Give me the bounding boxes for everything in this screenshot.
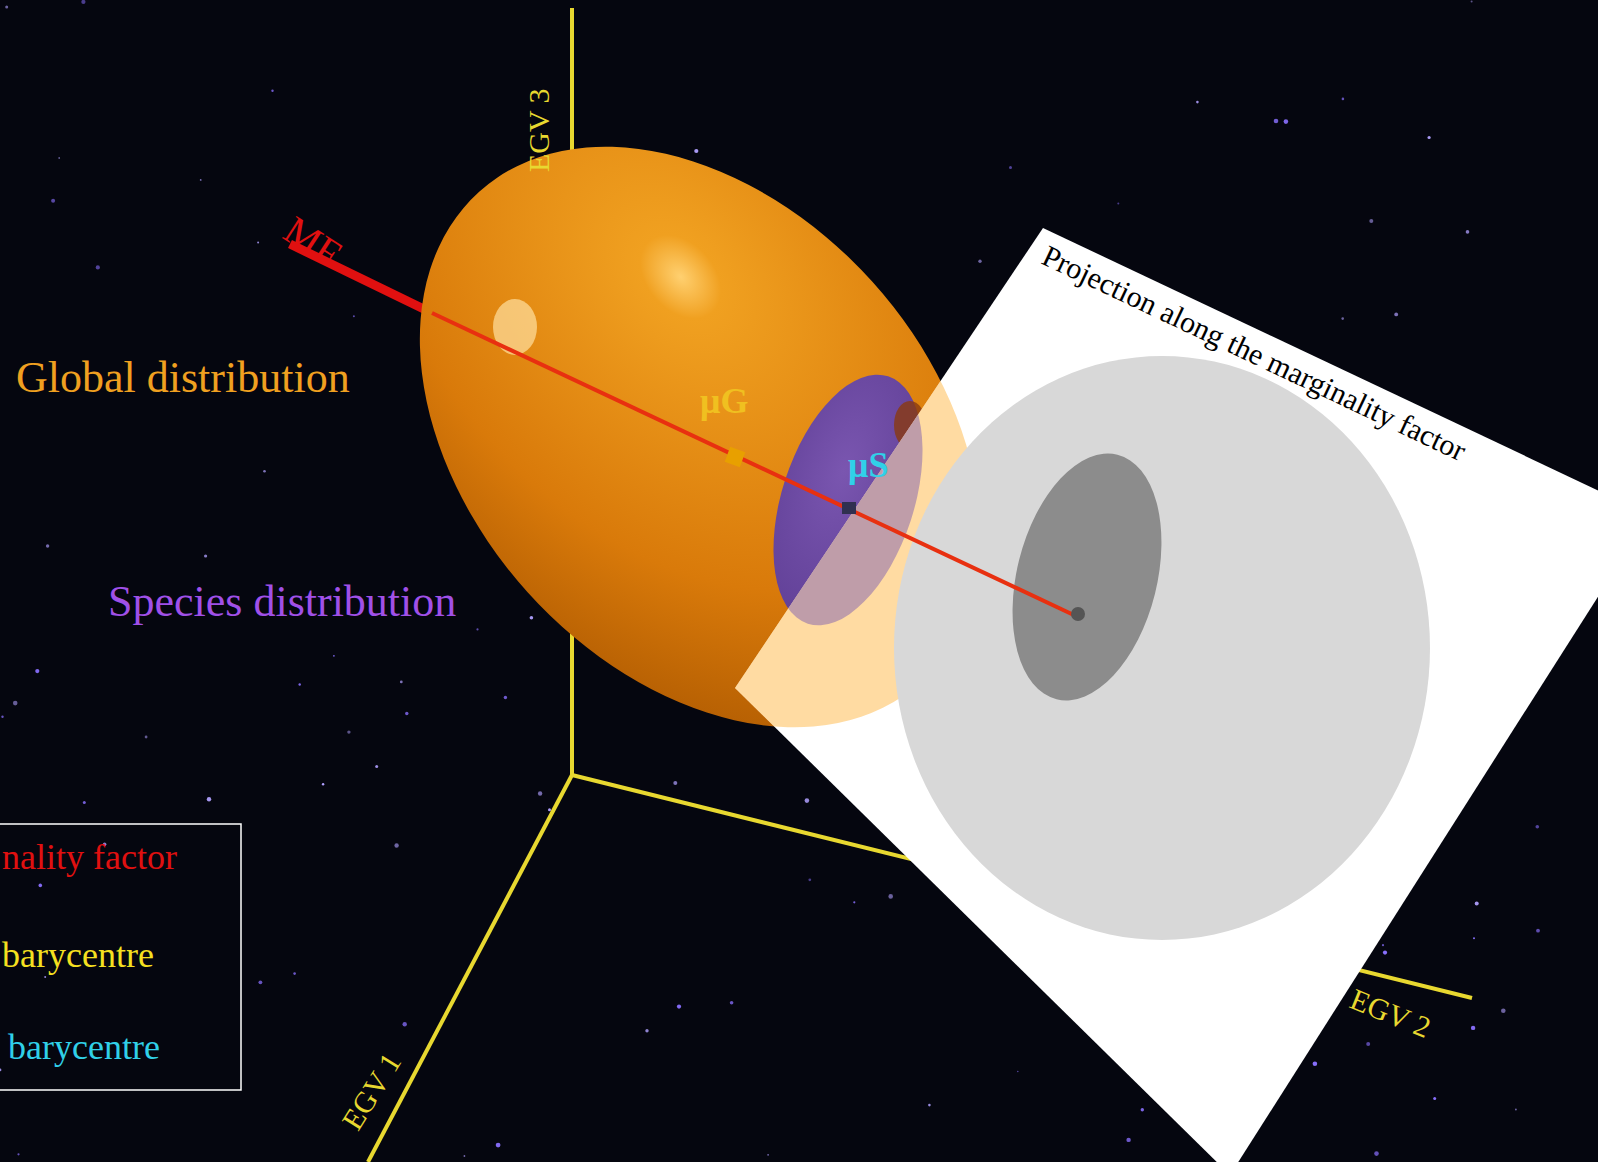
star — [853, 901, 855, 903]
star — [1473, 937, 1475, 939]
star — [299, 683, 301, 685]
star — [1515, 1109, 1517, 1111]
region-label: Global distribution — [16, 354, 350, 402]
star — [271, 90, 273, 92]
star — [35, 669, 39, 673]
star — [645, 1029, 648, 1032]
star — [464, 1155, 466, 1157]
star — [13, 701, 18, 706]
legend-box — [0, 824, 241, 1090]
star — [257, 242, 259, 244]
barycentre-label: μG — [700, 382, 748, 422]
star — [1466, 230, 1470, 234]
star — [1428, 136, 1431, 139]
star — [928, 1104, 931, 1107]
star — [1536, 825, 1540, 829]
star — [1374, 1151, 1379, 1156]
region-label: Species distribution — [108, 578, 456, 626]
legend-entry: nality factor — [2, 838, 177, 878]
star — [96, 265, 100, 269]
star — [1009, 166, 1012, 169]
star — [767, 1154, 769, 1156]
star — [1141, 1108, 1144, 1111]
star — [677, 1005, 681, 1009]
star — [347, 730, 350, 733]
star — [496, 1143, 501, 1148]
star — [83, 801, 86, 804]
star — [1196, 101, 1199, 104]
global-barycentre — [725, 447, 746, 468]
star — [1284, 119, 1289, 124]
star — [1366, 1042, 1370, 1046]
star — [200, 179, 202, 181]
star — [888, 894, 893, 899]
star — [1394, 313, 1398, 317]
species-projection — [989, 438, 1186, 716]
star — [51, 199, 55, 203]
star — [978, 260, 981, 263]
global-projection — [894, 356, 1430, 940]
star — [548, 808, 551, 811]
star — [207, 797, 211, 801]
star — [1313, 1061, 1318, 1066]
legend-entry: barycentre — [2, 936, 154, 976]
barycentre-label: μS — [848, 446, 888, 486]
star — [1342, 98, 1345, 101]
star — [204, 554, 207, 557]
star — [1, 716, 3, 718]
star — [1017, 1071, 1019, 1073]
star — [730, 1001, 734, 1005]
star — [405, 712, 408, 715]
star — [259, 980, 263, 984]
species-barycentre — [842, 502, 856, 514]
star — [403, 1022, 407, 1026]
star — [1117, 203, 1119, 205]
star — [1341, 317, 1344, 320]
star — [263, 470, 266, 473]
star — [673, 781, 677, 785]
star — [322, 783, 324, 785]
star — [530, 616, 534, 620]
star — [504, 696, 507, 699]
star — [17, 1153, 19, 1155]
star — [400, 681, 403, 684]
star — [1471, 1026, 1475, 1030]
star — [39, 884, 43, 888]
star — [394, 843, 398, 847]
star — [1382, 944, 1384, 946]
star — [1501, 1008, 1506, 1013]
star — [333, 655, 335, 657]
star — [1536, 929, 1540, 933]
projected-barycentre — [1071, 607, 1085, 621]
star — [1126, 1138, 1130, 1142]
star — [476, 628, 478, 630]
star — [44, 976, 46, 978]
star — [1369, 219, 1373, 223]
star — [1433, 1097, 1436, 1100]
axis-label: EGV 1 — [335, 1047, 407, 1135]
axis-label: EGV 2 — [1346, 982, 1436, 1044]
legend-entry: barycentre — [8, 1028, 160, 1068]
star — [293, 972, 296, 975]
star — [808, 878, 811, 881]
star — [694, 149, 698, 153]
star — [0, 1069, 1, 1072]
star — [46, 544, 49, 547]
star — [1383, 951, 1387, 955]
star — [145, 736, 148, 739]
star — [1475, 901, 1479, 905]
star — [538, 791, 542, 795]
star — [375, 765, 378, 768]
star — [1471, 1, 1473, 3]
star — [58, 157, 60, 159]
star — [353, 315, 355, 317]
axis-label: EGV 3 — [522, 88, 555, 172]
star — [5, 6, 8, 9]
marginality-axis — [432, 313, 1078, 617]
star — [805, 798, 810, 803]
star — [1274, 119, 1279, 124]
star — [81, 0, 85, 4]
